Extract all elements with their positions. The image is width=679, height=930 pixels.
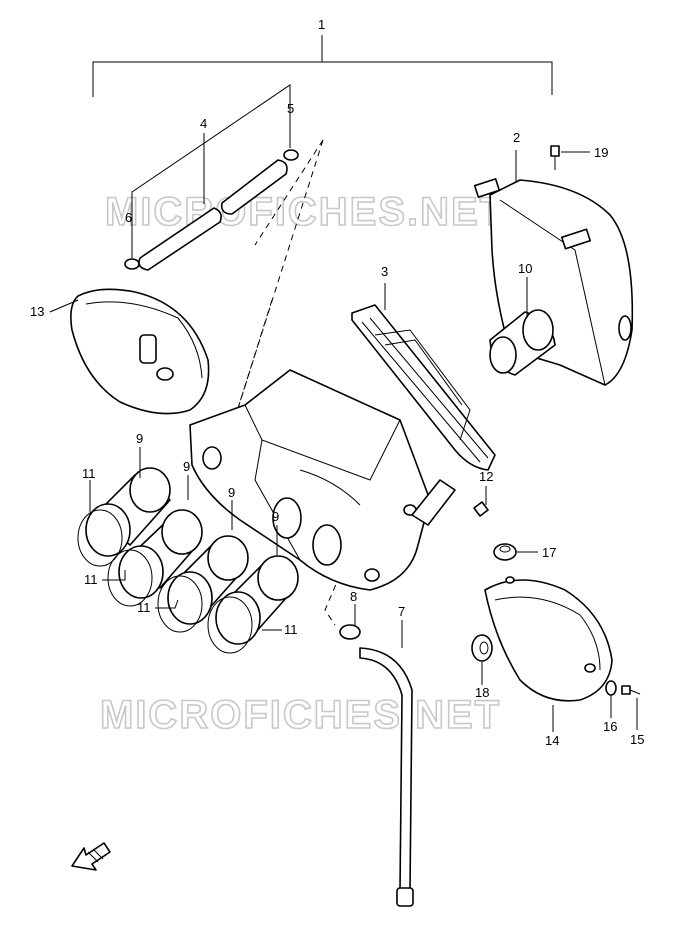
callout-labels: 1 2 3 4 5 6 7 8 9 9 9 9 10 11 11 11 11 1…: [30, 17, 644, 748]
leader-lines: [49, 150, 638, 732]
callout-17: 17: [542, 545, 556, 560]
air-cleaner-case: [189, 369, 456, 591]
part-17-grommet: [493, 543, 517, 561]
part-16-washer: [605, 680, 617, 696]
part-3-filter-element: [351, 304, 496, 471]
callout-9-c: 9: [228, 485, 235, 500]
callout-11-c: 11: [137, 600, 151, 615]
part-9-intake-boots: [85, 467, 299, 645]
part-11-clamps: [77, 509, 253, 654]
part-7-drain-hose: [359, 647, 414, 907]
assembly-bracket: [92, 35, 553, 97]
part-10-duct: [489, 309, 556, 376]
part-8-clamp: [339, 624, 361, 640]
callout-13: 13: [30, 304, 44, 319]
part-15-screw: [621, 685, 641, 695]
callout-14: 14: [545, 733, 559, 748]
callout-2: 2: [513, 130, 520, 145]
callout-9-a: 9: [136, 431, 143, 446]
callout-12: 12: [479, 469, 493, 484]
front-direction-arrow-icon: [71, 842, 111, 871]
callout-15: 15: [630, 732, 644, 747]
callout-3: 3: [381, 264, 388, 279]
part-18-grommet: [471, 634, 493, 662]
part-6-clamp: [124, 258, 140, 270]
part-13-cover: [70, 288, 210, 415]
part-14-lower-cover: [484, 576, 613, 702]
callout-9-d: 9: [272, 509, 279, 524]
watermark-bottom: MICROFICHES.NET: [100, 693, 501, 737]
callout-4: 4: [200, 116, 207, 131]
callout-7: 7: [398, 604, 405, 619]
callout-19: 19: [594, 145, 608, 160]
callout-11-d: 11: [284, 622, 298, 637]
callout-10: 10: [518, 261, 532, 276]
callout-1: 1: [318, 17, 325, 32]
callout-11-b: 11: [84, 572, 98, 587]
callout-16: 16: [603, 719, 617, 734]
part-12-screw: [473, 501, 489, 517]
callout-9-b: 9: [183, 459, 190, 474]
part-19-screw: [550, 145, 560, 170]
callout-18: 18: [475, 685, 489, 700]
callout-5: 5: [287, 101, 294, 116]
part-5-clamp: [283, 149, 299, 161]
callout-11-a: 11: [82, 466, 96, 481]
callout-8: 8: [350, 589, 357, 604]
callout-6: 6: [125, 210, 132, 225]
